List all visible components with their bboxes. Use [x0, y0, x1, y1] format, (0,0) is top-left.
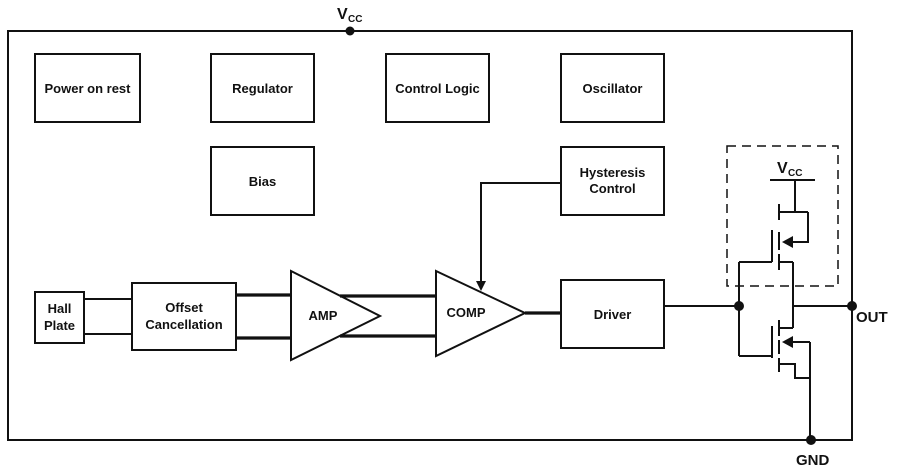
control-logic-label: Control Logic — [395, 81, 480, 96]
regulator-label: Regulator — [232, 81, 293, 96]
offset-cancellation-label-line1: Offset — [165, 300, 203, 315]
ls-body-arrow-icon — [782, 336, 793, 348]
output-vcc-label: V CC — [777, 160, 802, 179]
hysteresis-to-comp-wire — [480, 182, 561, 282]
bias-box — [210, 146, 315, 216]
vcc-pin-dot — [345, 26, 355, 36]
hall-plate-box — [34, 291, 85, 344]
regulator-box — [210, 53, 315, 123]
bias-block: Bias — [210, 146, 315, 216]
vcc-supply-label: V CC — [337, 6, 362, 25]
gnd-pin-label: GND — [796, 452, 830, 469]
hysteresis-control-label-line1: Hysteresis — [580, 165, 646, 180]
vcc-label-main: V — [337, 6, 348, 23]
high-side-transistor-icon — [771, 204, 809, 270]
amp-block: AMP — [290, 269, 383, 362]
control-logic-block: Control Logic — [385, 53, 490, 123]
oscillator-box — [560, 53, 665, 123]
ls-source-lead — [779, 363, 810, 379]
offset-cancellation-label-line2: Cancellation — [145, 317, 222, 332]
power-on-rest-label: Power on rest — [45, 81, 132, 96]
driver-box — [560, 279, 665, 349]
power-on-rest-block: Power on rest — [34, 53, 141, 123]
offset-cancellation-box — [131, 282, 237, 351]
vcc-label-sub: CC — [348, 14, 362, 25]
comp-block: COMP — [435, 269, 528, 358]
hysteresis-control-block: Hysteresis Control — [560, 146, 665, 216]
chip-outline — [7, 30, 853, 441]
hall-plate-label-line2: Plate — [44, 318, 75, 333]
hall-plate-label-line1: Hall — [48, 301, 72, 316]
amp-triangle — [290, 269, 383, 362]
control-logic-box — [385, 53, 490, 123]
power-on-rest-box — [34, 53, 141, 123]
pmos-dashed-region — [726, 145, 839, 287]
driver-label: Driver — [594, 307, 632, 322]
out-pin-dot — [847, 301, 857, 311]
amp-label: AMP — [309, 308, 338, 323]
low-side-transistor-icon — [771, 320, 810, 379]
hysteresis-control-box — [560, 146, 665, 216]
hysteresis-control-label-line2: Control — [589, 181, 635, 196]
gnd-pin-dot — [806, 435, 816, 445]
hs-body-arrow-icon — [782, 236, 793, 248]
output-vcc-label-sub: CC — [788, 168, 802, 179]
comp-label: COMP — [447, 305, 486, 320]
hall-plate-block: Hall Plate — [34, 291, 85, 344]
hysteresis-arrow-head-icon — [476, 281, 486, 291]
output-vcc-label-main: V — [777, 160, 788, 177]
offset-cancellation-block: Offset Cancellation — [131, 282, 237, 351]
driver-block: Driver — [560, 279, 665, 349]
hs-body-lead — [790, 212, 809, 243]
out-pin-label: OUT — [856, 309, 888, 326]
oscillator-label: Oscillator — [583, 81, 643, 96]
regulator-block: Regulator — [210, 53, 315, 123]
comp-triangle — [435, 269, 528, 358]
bias-label: Bias — [249, 174, 276, 189]
oscillator-block: Oscillator — [560, 53, 665, 123]
